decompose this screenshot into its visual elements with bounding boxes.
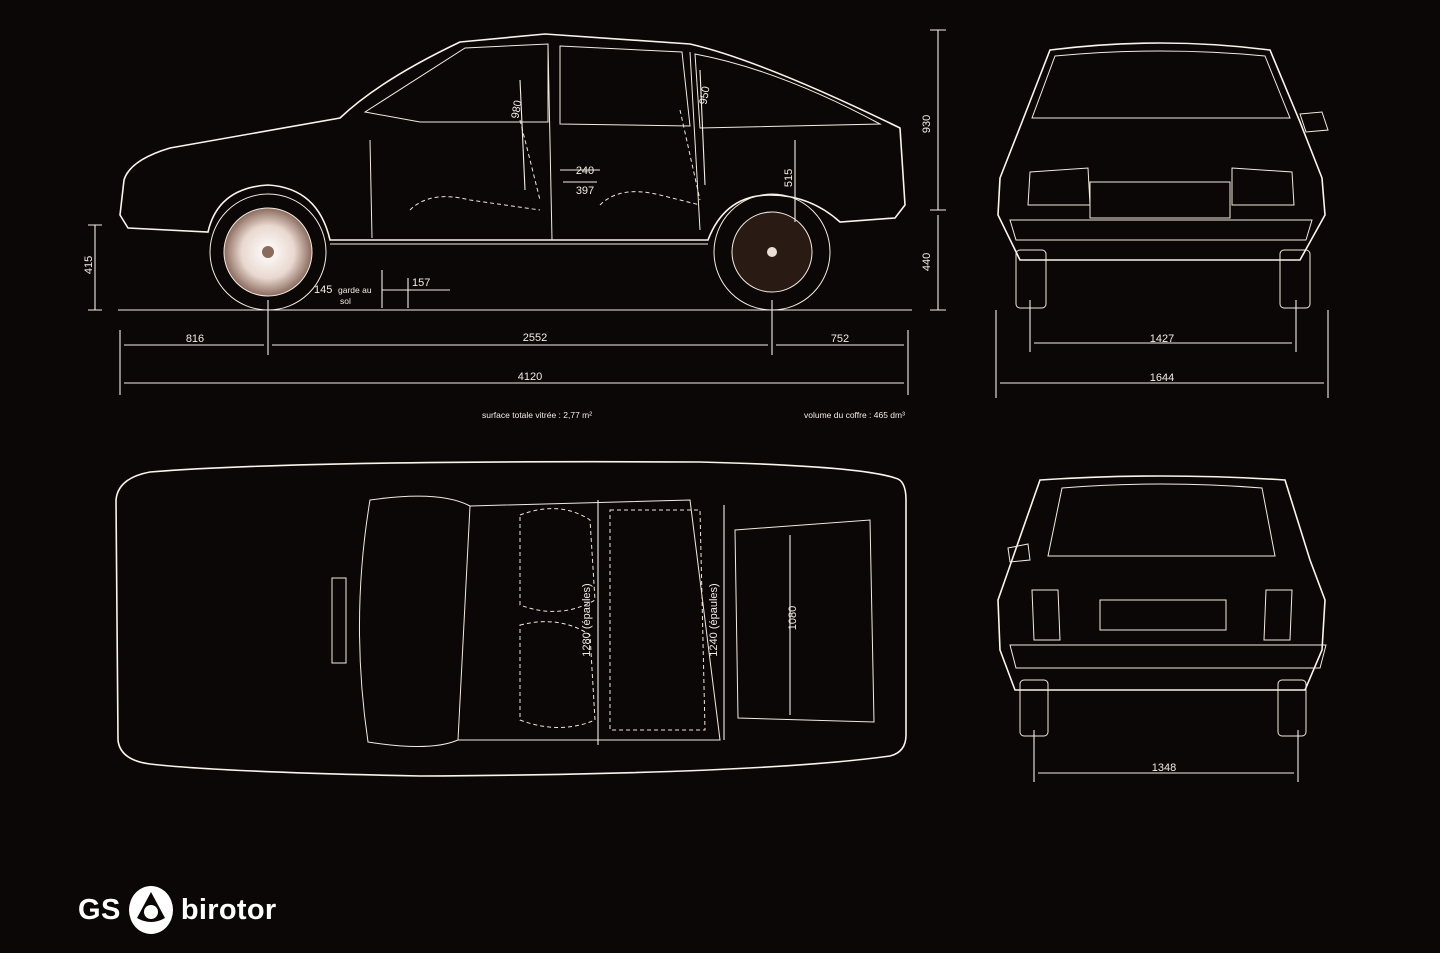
top-seats — [519, 508, 706, 731]
top-view: 1280 (épaules) 1240 (épaules) 1080 — [115, 460, 907, 777]
rotor-emblem-icon — [128, 886, 173, 934]
side-window-rear — [694, 53, 882, 129]
dim-front-headroom: 980 — [510, 99, 525, 119]
top-bonnet-vent — [331, 577, 347, 664]
side-seat-outline — [409, 109, 701, 211]
dim-seat-gap: 157 — [412, 277, 430, 289]
side-window-front — [363, 43, 549, 123]
front-body — [997, 42, 1326, 261]
top-windscreen — [359, 495, 471, 747]
gs-birotor-logo: GS birotor — [78, 880, 276, 940]
rear-view: 1348 — [997, 475, 1327, 782]
side-view: 930 440 415 816 2552 752 4120 145 garde … — [83, 29, 946, 395]
rear-body — [997, 475, 1326, 691]
dim-overall-width: 1644 — [1150, 372, 1174, 384]
front-headlamps — [1027, 167, 1295, 206]
logo-name: birotor — [180, 893, 277, 926]
rear-lamps — [1031, 589, 1293, 641]
front-windscreen — [1031, 50, 1291, 119]
dim-front-height: 415 — [83, 256, 95, 274]
dim-legroom-1: 240 — [576, 165, 594, 177]
rear-window — [1047, 483, 1276, 557]
side-door-lines — [369, 43, 701, 241]
rear-right-tyre — [1277, 679, 1307, 737]
dim-ground-clearance-label-2: sol — [340, 296, 351, 306]
front-left-tyre — [1015, 249, 1047, 309]
top-body — [115, 460, 907, 777]
front-bumper — [1009, 219, 1313, 241]
note-glass-area: surface totale vitrée : 2,77 m² — [482, 410, 592, 420]
front-mirror — [1299, 111, 1329, 133]
dim-rear-track: 1348 — [1152, 762, 1176, 774]
front-view: 1427 1644 — [995, 42, 1329, 398]
dim-overall-length: 4120 — [518, 371, 542, 383]
dim-rear-headroom: 950 — [698, 85, 713, 105]
top-rear-glass — [734, 519, 875, 723]
dim-front-overhang: 816 — [186, 333, 204, 345]
dim-seat-height: 515 — [783, 169, 795, 187]
rear-plate — [1099, 599, 1227, 631]
rear-bumper — [1009, 644, 1327, 669]
dim-ground-clearance: 145 — [314, 284, 332, 296]
side-body — [119, 33, 906, 241]
top-roof — [458, 499, 721, 741]
dim-boot-width: 1080 — [787, 606, 799, 630]
side-rear-wheel — [713, 193, 831, 311]
front-grille — [1089, 181, 1231, 219]
dim-rear-shoulder: 1240 (épaules) — [708, 583, 720, 656]
dim-front-shoulder: 1280 (épaules) — [581, 583, 593, 656]
dim-front-track: 1427 — [1150, 333, 1174, 345]
side-window-middle — [559, 45, 691, 127]
rear-left-tyre — [1019, 679, 1049, 737]
dim-rear-overhang: 752 — [831, 333, 849, 345]
rear-mirror — [1007, 543, 1031, 563]
front-right-tyre — [1279, 249, 1311, 309]
dim-overall-height: 930 — [921, 115, 933, 133]
note-boot-volume: volume du coffre : 465 dm³ — [804, 410, 905, 420]
side-front-wheel — [209, 193, 327, 311]
dim-wheelbase: 2552 — [523, 332, 547, 344]
logo-brand: GS — [78, 893, 121, 926]
dim-ground-clearance-label-1: garde au — [338, 285, 372, 295]
dim-rear-height: 440 — [921, 253, 933, 271]
dim-legroom-2: 397 — [576, 185, 594, 197]
